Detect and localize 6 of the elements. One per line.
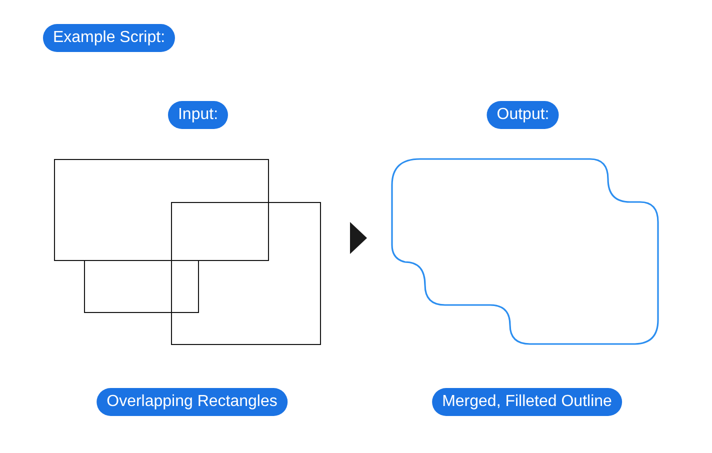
title-label: Example Script: [42, 24, 176, 52]
arrow [350, 222, 367, 254]
heading-label: Input: [168, 101, 228, 129]
caption-label: Merged, Filleted Outline [432, 388, 622, 416]
heading-label: Output: [486, 101, 560, 129]
caption-label: Overlapping Rectangles [96, 388, 288, 416]
